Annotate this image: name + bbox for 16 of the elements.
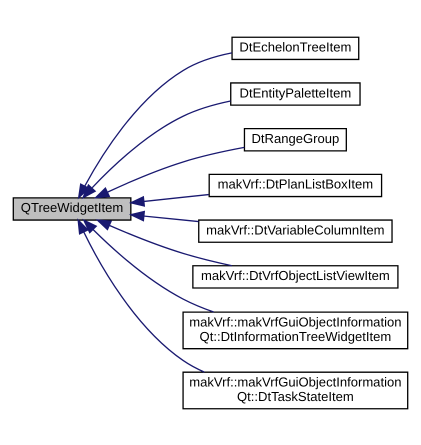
arrow <box>128 210 199 222</box>
node-box: makVrf::DtPlanListBoxItem <box>208 173 382 197</box>
arrow <box>77 218 205 372</box>
node-box: makVrf::DtVariableColumnItem <box>198 218 393 242</box>
node-box: DtEchelonTreeItem <box>231 36 360 60</box>
arrow <box>128 193 209 206</box>
arrow <box>94 146 244 198</box>
arrow <box>96 218 232 266</box>
node-box: QTreeWidgetItem <box>12 196 132 220</box>
node-box: makVrf::makVrfGuiObjectInformation Qt::DtTaskStateItem <box>182 371 408 409</box>
arrow <box>82 218 214 312</box>
node-box: DtEntityPaletteItem <box>230 82 361 106</box>
node-box: DtRangeGroup <box>244 128 347 151</box>
node-box: makVrf::DtVrfObjectListViewItem <box>192 264 399 288</box>
arrow <box>82 100 231 199</box>
node-box: makVrf::makVrfGuiObjectInformation Qt::DtInformationTreeWidgetItem <box>182 310 408 349</box>
